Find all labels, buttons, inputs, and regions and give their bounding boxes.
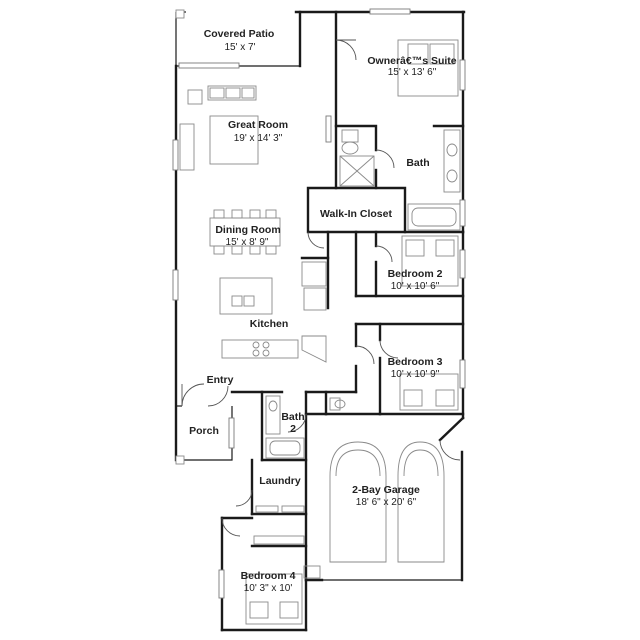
- doors: [181, 39, 461, 537]
- bedroom-2-dim: 10' x 10' 6": [391, 281, 440, 292]
- bedroom-2-name: Bedroom 2: [388, 268, 443, 280]
- laundry-name: Laundry: [259, 475, 301, 487]
- bedroom-3-name: Bedroom 3: [388, 356, 443, 368]
- porch-name: Porch: [189, 425, 219, 437]
- kitchen-name: Kitchen: [250, 318, 289, 330]
- dining-room-name: Dining Room: [215, 224, 280, 236]
- windows: [172, 8, 466, 599]
- great-room-name: Great Room: [228, 119, 288, 131]
- bedroom-4-name: Bedroom 4: [241, 570, 296, 582]
- bath-2-number: 2: [290, 423, 296, 435]
- walk-in-closet-name: Walk-In Closet: [320, 208, 392, 220]
- owners-suite-name: Ownerâ€™s Suite: [367, 55, 456, 67]
- fixtures: [175, 9, 461, 625]
- owners-suite-dim: 15' x 13' 6": [388, 67, 437, 78]
- bedroom-3-dim: 10' x 10' 9": [391, 369, 440, 380]
- bath-name: Bath: [406, 157, 429, 169]
- covered-patio-dim: 15' x 7': [224, 42, 255, 53]
- bath-2-name: Bath: [281, 411, 304, 423]
- dining-room-dim: 15' x 8' 9": [226, 237, 269, 248]
- covered-patio-name: Covered Patio: [204, 28, 275, 40]
- garage-name: 2-Bay Garage: [352, 484, 420, 496]
- great-room-dim: 19' x 14' 3": [234, 133, 283, 144]
- garage-dim: 18' 6" x 20' 6": [356, 497, 417, 508]
- room-labels: Covered Patio 15' x 7' Ownerâ€™s Suite 1…: [189, 28, 457, 594]
- bedroom-4-dim: 10' 3" x 10': [244, 583, 293, 594]
- entry-name: Entry: [207, 374, 234, 386]
- walls: [174, 10, 466, 632]
